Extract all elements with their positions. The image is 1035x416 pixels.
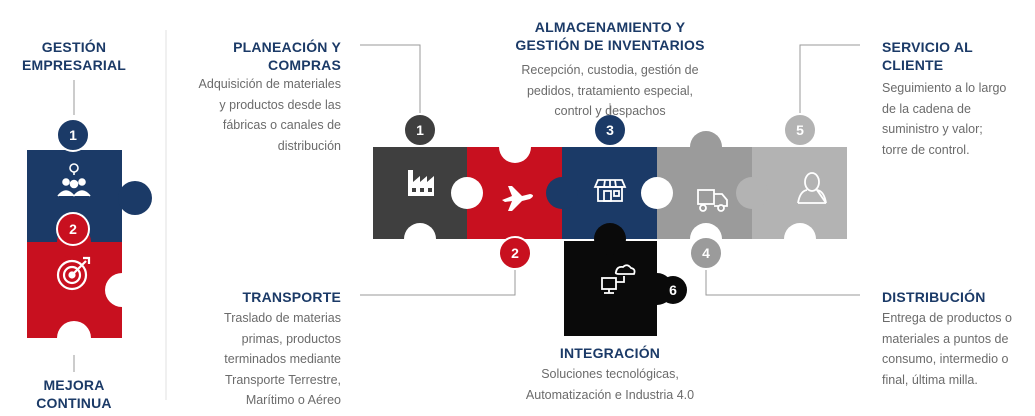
svg-text:6: 6 (669, 282, 677, 298)
team-idea-icon (57, 163, 91, 197)
step-5-title: SERVICIO AL CLIENTE (882, 39, 973, 73)
airplane-icon (502, 186, 533, 211)
cloud-computer-icon (601, 264, 636, 294)
puzzle-piece-6 (564, 223, 673, 336)
svg-text:1: 1 (416, 122, 424, 138)
number-badge-5: 5 (783, 113, 817, 147)
step-1-description: Adquisición de materiales y productos de… (198, 77, 341, 153)
connector-line (360, 270, 516, 296)
connector-line (360, 44, 421, 113)
svg-text:1: 1 (69, 127, 77, 143)
step-3-description: Recepción, custodia, gestión de pedidos,… (521, 63, 699, 118)
left-bottom-title: MEJORA CONTINUA (36, 377, 112, 411)
svg-text:5: 5 (796, 122, 804, 138)
svg-text:4: 4 (702, 245, 710, 261)
step-4-description: Entrega de productos o materiales a punt… (882, 311, 1012, 387)
connector-line (799, 44, 860, 113)
number-badge-4: 4 (689, 236, 723, 270)
number-badge-6: 6 (659, 276, 687, 304)
step-2-description: Traslado de materias primas, productos t… (224, 311, 341, 407)
step-6-title: INTEGRACIÓN (559, 345, 661, 361)
store-icon (593, 179, 627, 202)
svg-text:2: 2 (69, 221, 77, 237)
puzzle-piece-5 (736, 147, 847, 255)
step-6-description: Soluciones tecnológicas, Automatización … (525, 367, 695, 402)
left-top-title: GESTIÓN EMPRESARIAL (21, 39, 127, 73)
number-badge-1: 1 (403, 113, 437, 147)
target-icon (56, 256, 91, 291)
step-3-title: ALMACENAMIENTO Y GESTIÓN DE INVENTARIOS (515, 19, 705, 53)
number-badge-3: 3 (593, 113, 627, 147)
svg-text:3: 3 (606, 122, 614, 138)
step-5-description: Seguimiento a lo largo de la cadena de s… (882, 81, 1007, 157)
left-number-badge-2: 2 (56, 212, 90, 246)
truck-icon (697, 189, 728, 212)
left-number-badge-1: 1 (56, 118, 90, 152)
connector-line (705, 270, 860, 296)
step-2-title: TRANSPORTE (242, 289, 341, 305)
puzzle-piece-4 (641, 131, 752, 255)
factory-icon (408, 170, 434, 196)
puzzle-piece-3 (546, 147, 657, 239)
left-puzzle-piece-2 (27, 225, 139, 355)
number-badge-2: 2 (498, 236, 532, 270)
person-icon (797, 172, 827, 204)
step-1-title: PLANEACIÓN Y COMPRAS (233, 39, 341, 73)
svg-text:2: 2 (511, 245, 519, 261)
puzzle-piece-2 (451, 131, 562, 239)
step-4-title: DISTRIBUCIÓN (882, 289, 986, 305)
